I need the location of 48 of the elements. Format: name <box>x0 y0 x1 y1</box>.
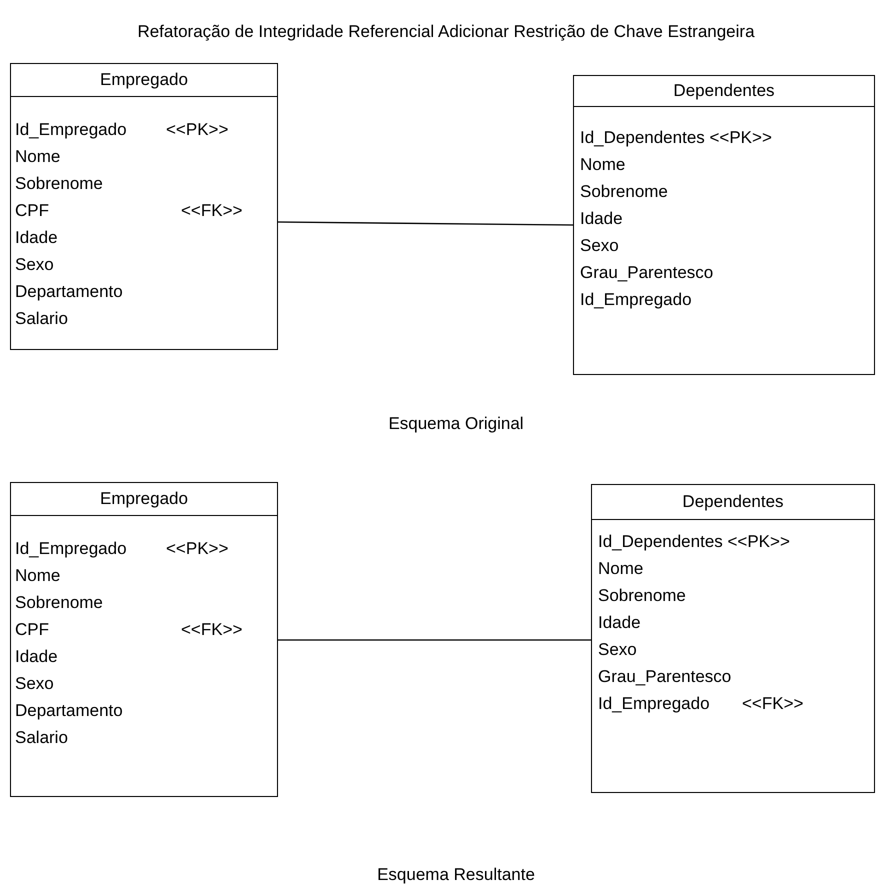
column-name: Nome <box>15 566 60 586</box>
column-name: Id_Empregado <box>580 290 692 310</box>
column-name: <<PK>> <box>166 120 228 140</box>
column-name: Sexo <box>15 255 54 275</box>
column-name: CPF <box>15 620 49 640</box>
column-name: Nome <box>15 147 60 167</box>
table-box <box>573 75 875 375</box>
table-name: Dependentes <box>681 492 785 512</box>
column-name: Sobrenome <box>580 182 668 202</box>
column-name: Idade <box>598 613 641 633</box>
column-name: Idade <box>15 228 58 248</box>
column-name: CPF <box>15 201 49 221</box>
column-name: Departamento <box>15 701 123 721</box>
column-name: Sobrenome <box>15 593 103 613</box>
relationship-line <box>278 221 573 226</box>
table-name: Empregado <box>99 70 189 90</box>
column-name: Id_Empregado <box>598 694 710 714</box>
column-name: Idade <box>15 647 58 667</box>
schema-caption: Esquema Original <box>388 414 524 434</box>
column-name: <<FK>> <box>742 694 804 714</box>
table-box <box>591 484 875 793</box>
column-name: Idade <box>580 209 623 229</box>
diagram-title: Refatoração de Integridade Referencial Adicionar Restrição de Chave Estrangeira <box>137 22 755 42</box>
column-name: Salario <box>15 309 68 329</box>
column-name: Sobrenome <box>598 586 686 606</box>
column-name: Departamento <box>15 282 123 302</box>
table-name: Dependentes <box>672 81 776 101</box>
column-name: Nome <box>598 559 644 579</box>
column-name: <<FK>> <box>181 201 242 221</box>
table-box <box>10 63 278 350</box>
column-name: Grau_Parentesco <box>580 263 714 283</box>
column-name: Id_Dependentes <<PK>> <box>580 128 772 148</box>
column-name: <<PK>> <box>166 539 228 559</box>
column-name: Id_Dependentes <<PK>> <box>598 532 790 552</box>
column-name: Sexo <box>580 236 619 256</box>
column-name: Id_Empregado <box>15 539 127 559</box>
column-name: Nome <box>580 155 626 175</box>
column-name: Sexo <box>598 640 637 660</box>
table-box <box>10 482 278 797</box>
schema-caption: Esquema Resultante <box>377 865 535 885</box>
column-name: Id_Empregado <box>15 120 127 140</box>
column-name: <<FK>> <box>181 620 242 640</box>
column-name: Salario <box>15 728 68 748</box>
column-name: Sobrenome <box>15 174 103 194</box>
table-name: Empregado <box>99 489 189 509</box>
relationship-line <box>278 639 591 641</box>
column-name: Sexo <box>15 674 54 694</box>
column-name: Grau_Parentesco <box>598 667 732 687</box>
